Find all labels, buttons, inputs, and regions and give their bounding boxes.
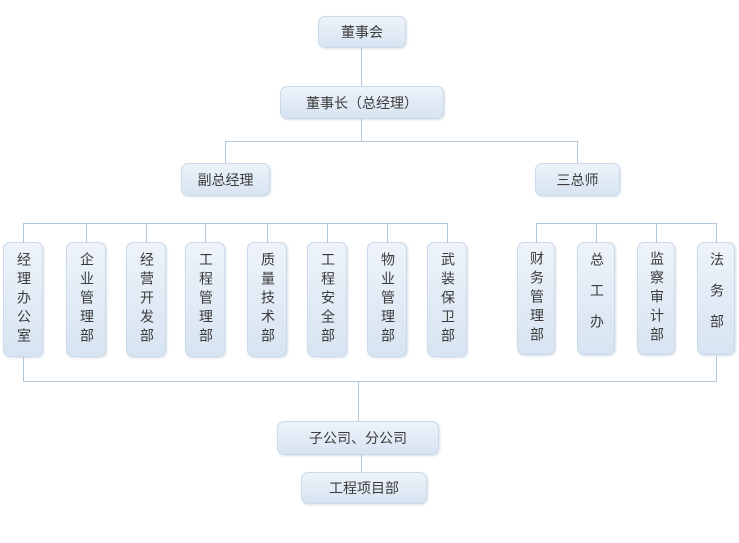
connector-drop-subsidiaries xyxy=(358,381,359,421)
org-node-dept-chief-engineer-office: 总工办 xyxy=(577,242,615,355)
connector-drop-deputy-gm xyxy=(225,141,226,163)
org-node-dept-label: 法务部 xyxy=(708,252,724,345)
connector-board-to-chairman xyxy=(361,48,362,86)
org-node-three-chiefs-label: 三总师 xyxy=(556,172,599,189)
connector-drop-dept-7 xyxy=(387,223,388,242)
org-node-deputy-gm: 副总经理 xyxy=(181,163,270,196)
connector-subsidiaries-to-project xyxy=(361,455,362,472)
connector-drop-dept-2 xyxy=(86,223,87,242)
connector-bottom-right-riser xyxy=(716,356,717,381)
org-node-dept-quality-tech: 质量技术部 xyxy=(247,242,287,357)
connector-level3-horizontal xyxy=(225,141,578,142)
connector-bottom-left-riser xyxy=(23,357,24,381)
org-node-chairman: 董事长（总经理） xyxy=(280,86,444,119)
org-node-dept-label: 物业管理部 xyxy=(379,252,395,347)
connector-drop-dept-8 xyxy=(447,223,448,242)
org-node-dept-label: 财务管理部 xyxy=(528,251,544,346)
connector-drop-dept-12 xyxy=(716,223,717,242)
connector-bottom-horizontal xyxy=(23,381,717,382)
connector-right-group-horizontal xyxy=(536,223,717,224)
connector-drop-dept-6 xyxy=(327,223,328,242)
org-node-dept-business-dev: 经营开发部 xyxy=(126,242,166,357)
org-node-dept-label: 质量技术部 xyxy=(259,252,275,347)
org-node-three-chiefs: 三总师 xyxy=(535,163,620,196)
org-node-dept-label: 监察审计部 xyxy=(648,251,664,346)
org-node-chairman-label: 董事长（总经理） xyxy=(306,95,418,112)
org-node-dept-property-mgmt: 物业管理部 xyxy=(367,242,407,357)
org-node-dept-armed-security: 武装保卫部 xyxy=(427,242,467,357)
org-node-dept-manager-office: 经理办公室 xyxy=(3,242,43,357)
org-node-subsidiaries-label: 子公司、分公司 xyxy=(309,431,407,447)
connector-drop-dept-1 xyxy=(23,223,24,242)
org-node-subsidiaries: 子公司、分公司 xyxy=(277,421,439,455)
org-node-dept-engineering-mgmt: 工程管理部 xyxy=(185,242,225,357)
org-node-dept-label: 经理办公室 xyxy=(15,252,31,347)
org-node-project-dept-label: 工程项目部 xyxy=(329,481,399,497)
org-node-dept-label: 工程管理部 xyxy=(197,252,213,347)
connector-left-group-horizontal xyxy=(23,223,448,224)
connector-drop-dept-5 xyxy=(267,223,268,242)
connector-drop-dept-10 xyxy=(596,223,597,242)
connector-drop-dept-11 xyxy=(656,223,657,242)
org-node-dept-label: 工程安全部 xyxy=(319,252,335,347)
org-node-dept-label: 企业管理部 xyxy=(78,252,94,347)
connector-drop-three-chiefs xyxy=(577,141,578,163)
org-node-dept-enterprise-mgmt: 企业管理部 xyxy=(66,242,106,357)
org-node-dept-label: 总工办 xyxy=(588,252,604,345)
connector-chairman-down xyxy=(361,118,362,141)
org-node-dept-finance-mgmt: 财务管理部 xyxy=(517,242,555,355)
connector-drop-dept-3 xyxy=(146,223,147,242)
org-node-deputy-gm-label: 副总经理 xyxy=(197,172,254,189)
org-node-dept-label: 武装保卫部 xyxy=(439,252,455,347)
connector-drop-dept-9 xyxy=(536,223,537,242)
org-node-board: 董事会 xyxy=(318,16,406,48)
connector-drop-dept-4 xyxy=(205,223,206,242)
org-node-dept-legal-affairs: 法务部 xyxy=(697,242,735,355)
org-node-project-dept: 工程项目部 xyxy=(301,472,427,504)
org-node-dept-label: 经营开发部 xyxy=(138,252,154,347)
org-node-board-label: 董事会 xyxy=(341,25,383,41)
org-node-dept-engineering-safety: 工程安全部 xyxy=(307,242,347,357)
org-node-dept-supervision-audit: 监察审计部 xyxy=(637,242,675,355)
